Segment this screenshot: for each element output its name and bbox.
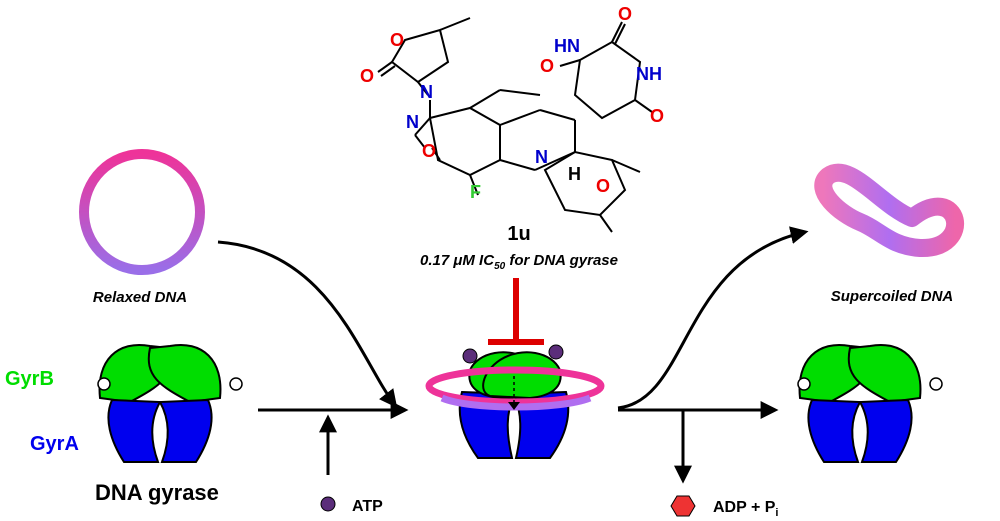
atp-bound-left	[462, 348, 478, 364]
atom-o-morpholine: O	[596, 176, 610, 196]
supercoiled-dna-label: Supercoiled DNA	[831, 288, 954, 305]
gyrase-dna-complex	[425, 344, 605, 459]
gyrase-right	[797, 344, 943, 463]
atom-n-isoxazole: N	[406, 112, 419, 132]
atom-o-oxazolidinone: O	[390, 30, 404, 50]
compound-name: 1u	[507, 223, 530, 245]
atp-bound-right	[548, 344, 564, 360]
supercoiled-dna-loop	[814, 163, 965, 258]
reaction-arrows	[217, 226, 809, 484]
relaxed-dna-ring	[79, 149, 205, 275]
atom-o-barbiturate-top: O	[618, 4, 632, 24]
atom-o-barbiturate-right: O	[650, 106, 664, 126]
atom-f: F	[470, 182, 481, 202]
relaxed-dna-label: Relaxed DNA	[93, 289, 187, 306]
atom-o-carbonyl-left: O	[360, 66, 374, 86]
compound-activity: 0.17 μM IC50 for DNA gyrase	[420, 252, 618, 272]
structure-atom-labels: O O N N O F N H O O HN O NH O	[360, 4, 664, 202]
inhibition-symbol	[488, 278, 544, 345]
atom-nh-barbiturate: NH	[636, 64, 662, 84]
atom-n-oxazolidinone: N	[420, 82, 433, 102]
compound-structure	[377, 17, 653, 233]
dna-gyrase-label: DNA gyrase	[95, 480, 219, 505]
atom-hn-barbiturate: HN	[554, 36, 580, 56]
atom-h-stereo: H	[568, 164, 581, 184]
atom-o-barbiturate-left: O	[540, 56, 554, 76]
adp-label: ADP + Pi	[713, 499, 778, 519]
gyrase-left	[97, 344, 243, 463]
atp-icon	[320, 496, 336, 512]
atp-label: ATP	[352, 498, 383, 515]
gyra-label: GyrA	[30, 433, 79, 455]
adp-icon	[670, 495, 696, 517]
atom-o-isoxazole: O	[422, 141, 436, 161]
gyrb-label: GyrB	[5, 368, 54, 390]
atom-n-quinoline: N	[535, 147, 548, 167]
